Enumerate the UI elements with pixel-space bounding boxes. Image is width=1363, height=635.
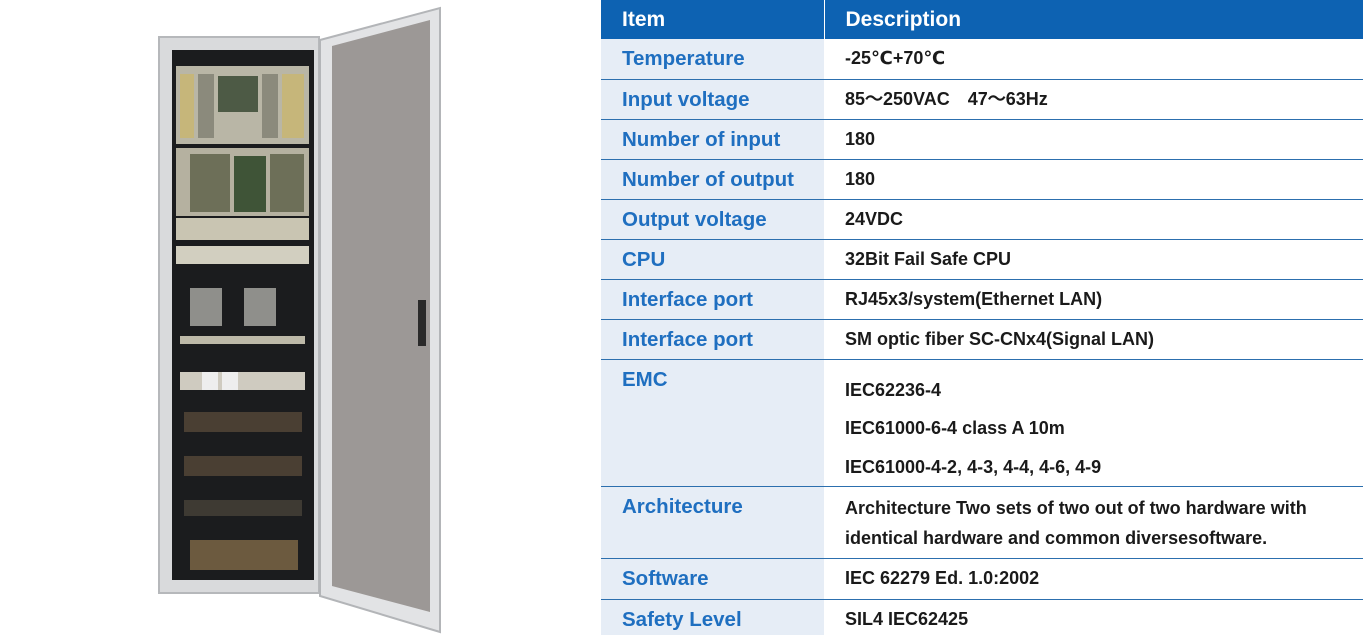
header-item: Item (601, 0, 824, 39)
table-header-row: Item Description (601, 0, 1363, 39)
table-row: Temperature -25℃+70℃ (601, 39, 1363, 80)
desc-line: SM optic fiber SC-CNx4(Signal LAN) (845, 328, 1155, 349)
row-description: 180 (824, 159, 1363, 200)
desc-line: 180 (845, 128, 876, 149)
table-row: Input voltage 85～250VAC 47～63Hz (601, 79, 1363, 120)
table-row: Interface port SM optic fiber SC-CNx4(Si… (601, 319, 1363, 360)
row-item: Number of output (601, 159, 824, 200)
row-description: 32Bit Fail Safe CPU (824, 239, 1363, 280)
row-item: Number of input (601, 119, 824, 160)
header-description: Description (823, 0, 1363, 39)
row-item: EMC (601, 359, 824, 487)
row-description: 24VDC (824, 199, 1363, 240)
row-description: Architecture Two sets of two out of two … (824, 486, 1363, 559)
table-row: Number of input 180 (601, 119, 1363, 160)
desc-line: 85～250VAC 47～63Hz (845, 88, 1048, 109)
desc-line: IEC61000-4-2, 4-3, 4-4, 4-6, 4-9 (845, 456, 1102, 477)
desc-line: IEC 62279 Ed. 1.0:2002 (845, 568, 1040, 588)
table-row: Interface port RJ45x3/system(Ethernet LA… (601, 279, 1363, 320)
table-row: EMC IEC62236-4 IEC61000-6-4 class A 10m … (601, 359, 1363, 487)
row-item: CPU (601, 239, 824, 280)
desc-line: 32Bit Fail Safe CPU (845, 248, 1012, 269)
row-item: Architecture (601, 486, 824, 559)
row-description: IEC 62279 Ed. 1.0:2002 (824, 558, 1363, 600)
desc-line: RJ45x3/system(Ethernet LAN) (845, 288, 1103, 309)
cabinet-image (158, 6, 441, 634)
desc-line: 180 (845, 168, 876, 189)
row-item: Temperature (601, 39, 824, 80)
row-description: IEC62236-4 IEC61000-6-4 class A 10m IEC6… (824, 359, 1363, 487)
table-row: Architecture Architecture Two sets of tw… (601, 486, 1363, 559)
row-description: SM optic fiber SC-CNx4(Signal LAN) (824, 319, 1363, 360)
row-description: 180 (824, 119, 1363, 160)
row-item: Safety Level (601, 599, 824, 635)
table-row: Safety Level SIL4 IEC62425 (601, 599, 1363, 635)
table-row: Number of output 180 (601, 159, 1363, 200)
table-row: Output voltage 24VDC (601, 199, 1363, 240)
spec-table: Item Description Temperature -25℃+70℃ In… (601, 0, 1363, 635)
row-description: 85～250VAC 47～63Hz (824, 79, 1363, 120)
desc-line: IEC61000-6-4 class A 10m (845, 418, 1065, 438)
row-item: Interface port (601, 319, 824, 360)
row-item: Interface port (601, 279, 824, 320)
row-item: Output voltage (601, 199, 824, 240)
table-row: Software IEC 62279 Ed. 1.0:2002 (601, 558, 1363, 600)
row-description: -25℃+70℃ (824, 39, 1363, 80)
row-item: Input voltage (601, 79, 824, 120)
row-description: SIL4 IEC62425 (824, 599, 1363, 635)
table-row: CPU 32Bit Fail Safe CPU (601, 239, 1363, 280)
row-item: Software (601, 558, 824, 600)
desc-line: SIL4 IEC62425 (845, 609, 969, 629)
desc-line: 24VDC (845, 208, 904, 229)
row-description: RJ45x3/system(Ethernet LAN) (824, 279, 1363, 320)
desc-line: IEC62236-4 (845, 379, 942, 400)
desc-line: -25℃+70℃ (845, 48, 946, 68)
